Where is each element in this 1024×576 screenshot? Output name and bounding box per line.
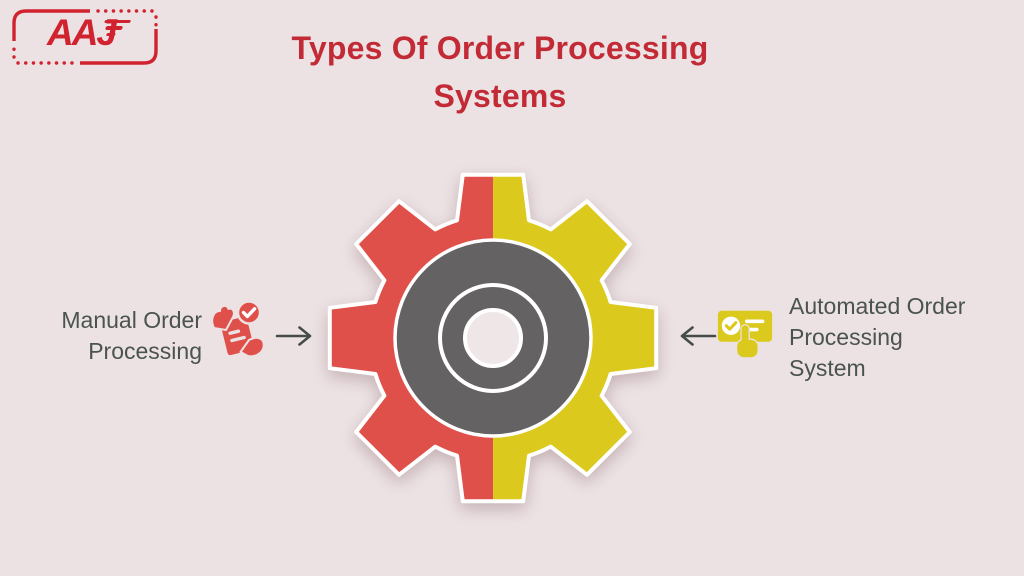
page-title-line2: Systems bbox=[433, 78, 567, 114]
manual-order-processing-label: Manual Order Processing bbox=[61, 307, 202, 364]
aaj-logo: AAJ bbox=[10, 8, 160, 66]
page-title-line1: Types Of Order Processing bbox=[291, 30, 709, 66]
gear-hub-ring bbox=[438, 283, 548, 393]
automated-order-processing-label: Automated Order Processing System bbox=[789, 293, 966, 381]
right-arrow-icon bbox=[275, 326, 312, 346]
logo-frame bbox=[12, 9, 158, 65]
automated-click-form-icon bbox=[717, 310, 773, 359]
hands-holding-checklist-icon bbox=[211, 300, 265, 358]
gear-graphic bbox=[313, 158, 673, 518]
left-arrow-icon bbox=[680, 326, 717, 346]
gear-center-hole bbox=[463, 308, 523, 368]
logo-wordmark: AAJ bbox=[46, 12, 117, 53]
page-title: Types Of Order Processing Systems bbox=[0, 24, 1000, 120]
